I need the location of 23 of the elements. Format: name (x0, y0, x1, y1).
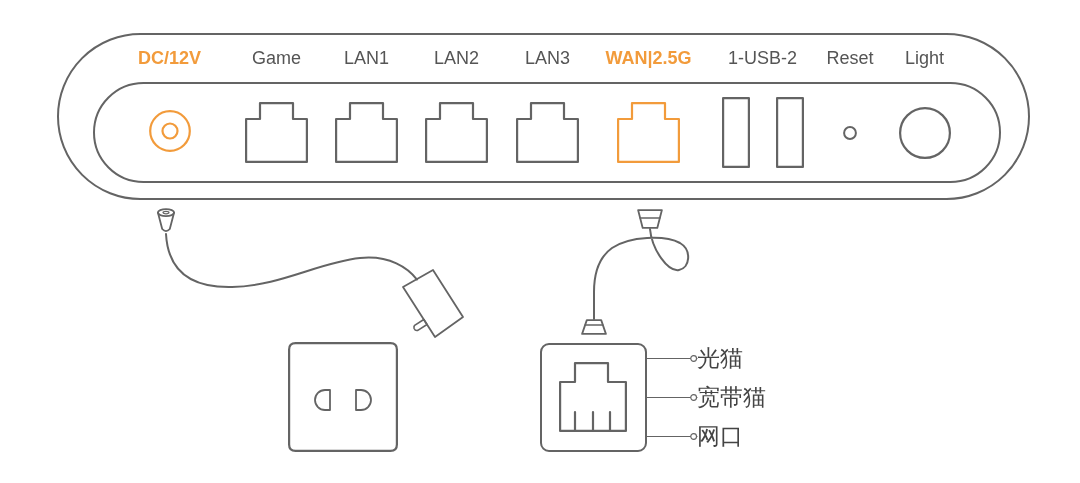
port-label: 1-USB-2 (728, 47, 797, 69)
port-label: LAN3 (525, 47, 570, 69)
port-label: WAN|2.5G (605, 47, 692, 69)
cable (593, 228, 690, 320)
port-label: LAN1 (344, 47, 389, 69)
port-label: DC/12V (138, 47, 201, 69)
port-label: Light (904, 47, 944, 69)
leader-line (646, 433, 698, 440)
leader-line (646, 394, 698, 401)
router-back-panel (57, 33, 1030, 200)
device-label: 宽带猫 (697, 384, 766, 410)
dc-plug-icon (156, 208, 176, 234)
port-label: LAN2 (434, 47, 479, 69)
leader-line (646, 355, 698, 362)
ethernet-plug-icon (637, 209, 663, 229)
port-label: Game (252, 47, 301, 69)
device-label: 网口 (697, 423, 743, 449)
ethernet-plug-icon (581, 319, 607, 335)
ethernet-socket-panel (540, 343, 647, 452)
device-label: 光猫 (697, 345, 743, 371)
port-label: Reset (826, 48, 874, 69)
power-adapter-icon (401, 268, 465, 340)
cable (165, 233, 418, 288)
